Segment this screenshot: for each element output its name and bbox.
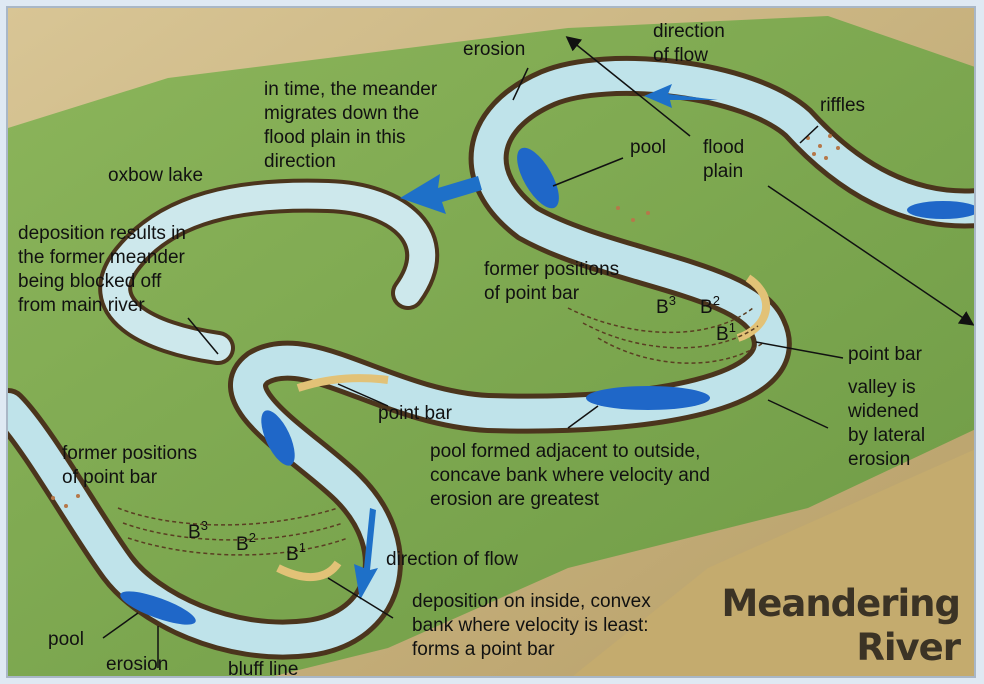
label-erosion-bottom: erosion (106, 653, 168, 677)
label-deposition-inside: deposition on inside, convex bank where … (412, 590, 651, 662)
title-line-2: River (721, 626, 960, 670)
diagram-title: Meandering River (721, 582, 960, 670)
label-flood-plain: flood plain (703, 136, 744, 184)
pool-right-channel (907, 201, 976, 219)
label-point-bar-right: point bar (848, 343, 922, 367)
label-former-positions-right: former positions of point bar (484, 258, 619, 306)
label-oxbow-lake: oxbow lake (108, 164, 203, 188)
label-pool-top: pool (630, 136, 666, 160)
bar-mark-right-1: B1 (716, 320, 736, 346)
bar-mark-right-3: B3 (656, 293, 676, 319)
bar-mark-left-1: B1 (286, 540, 306, 566)
label-direction-of-flow-top: direction of flow (653, 20, 725, 68)
diagram-frame: erosion direction of flow riffles in tim… (6, 6, 976, 678)
label-point-bar-middle: point bar (378, 402, 452, 426)
label-direction-of-flow-bottom: direction of flow (386, 548, 518, 572)
bar-mark-right-2: B2 (700, 293, 720, 319)
label-valley-widened: valley is widened by lateral erosion (848, 376, 925, 472)
label-riffles: riffles (820, 94, 865, 118)
label-bluff-line: bluff line (228, 658, 298, 678)
label-former-positions-left: former positions of point bar (62, 442, 197, 490)
label-deposition-blocked: deposition results in the former meander… (18, 222, 186, 318)
label-erosion-top: erosion (463, 38, 525, 62)
bar-mark-left-3: B3 (188, 518, 208, 544)
label-pool-bottom: pool (48, 628, 84, 652)
pool-middle (586, 386, 710, 410)
title-line-1: Meandering (721, 582, 960, 626)
label-meander-migrates: in time, the meander migrates down the f… (264, 78, 437, 174)
label-pool-formed: pool formed adjacent to outside, concave… (430, 440, 710, 512)
bar-mark-left-2: B2 (236, 530, 256, 556)
